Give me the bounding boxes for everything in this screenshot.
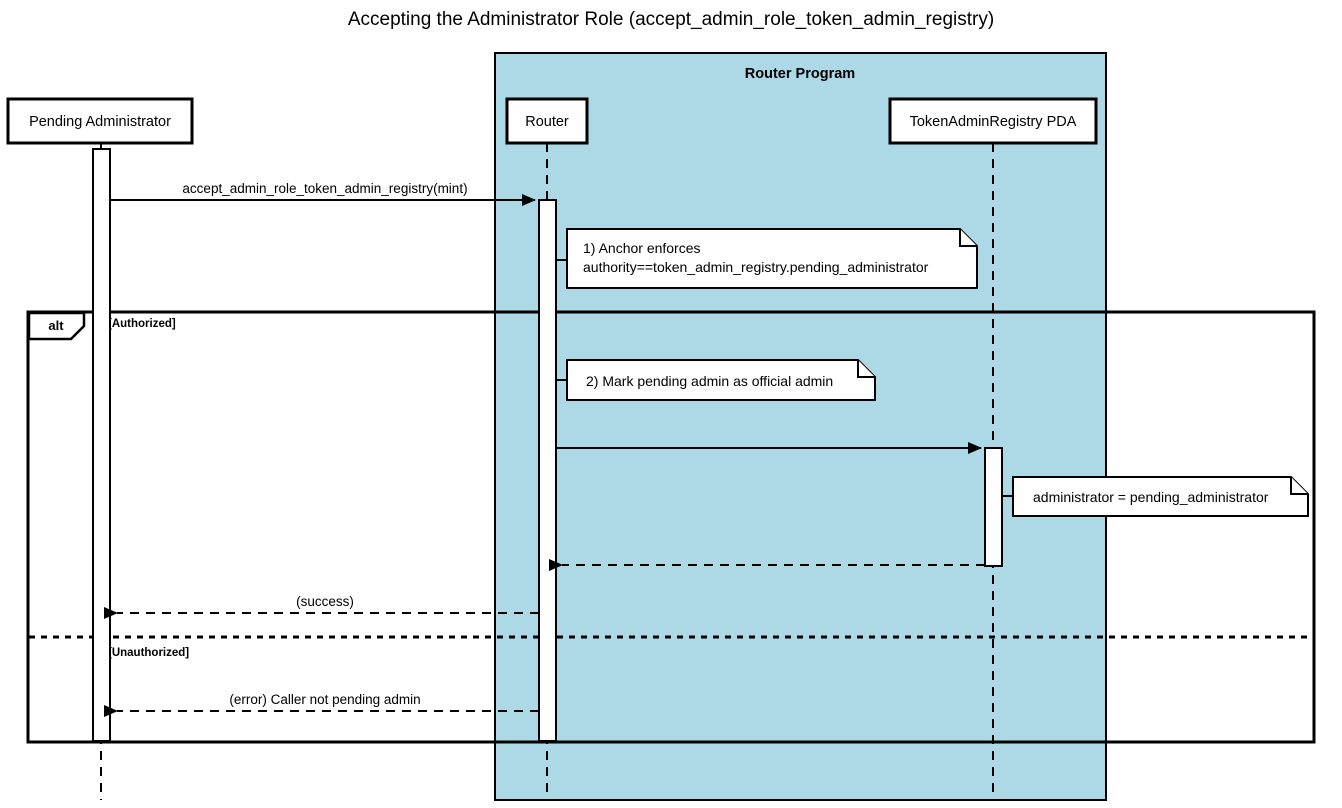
alt-fragment-operator-label: alt: [48, 318, 64, 333]
participant-label-token-admin-registry-pda: TokenAdminRegistry PDA: [910, 114, 1077, 130]
activation-bar-pending-administrator: [92, 148, 111, 742]
note-box-anchor-enforces: [566, 228, 978, 289]
message-label-success-return: (success): [296, 594, 354, 609]
note-text-mark-pending: 2) Mark pending admin as official admin: [586, 373, 833, 389]
note-text-anchor-enforces-line2: authority==token_admin_registry.pending_…: [583, 259, 929, 275]
note-box-mark-pending: [566, 359, 876, 401]
note-fold-corner-2: [857, 360, 875, 378]
activation-bar-token-admin-registry-pda: [984, 447, 1003, 567]
group-box-router-program: [494, 52, 1107, 801]
participant-label-router: Router: [525, 114, 569, 130]
note-fold-corner-1: [959, 229, 977, 247]
participant-box-pending-administrator[interactable]: [6, 97, 194, 145]
note-fold-corner-3: [1290, 477, 1308, 495]
diagram-title: Accepting the Administrator Role (accept…: [348, 9, 994, 30]
note-text-administrator-assign: administrator = pending_administrator: [1033, 489, 1269, 505]
alt-fragment-guard-authorized: [Authorized]: [108, 318, 176, 330]
participant-box-router[interactable]: [505, 97, 589, 145]
participant-box-token-admin-registry-pda[interactable]: [888, 97, 1098, 145]
message-label-accept-call: accept_admin_role_token_admin_registry(m…: [182, 181, 467, 196]
note-text-anchor-enforces-line1: 1) Anchor enforces: [583, 240, 701, 256]
alt-fragment-guard-unauthorized: [Unauthorized]: [108, 647, 189, 659]
note-box-administrator-assign: [1012, 476, 1309, 517]
alt-fragment-operator-tab: [27, 311, 86, 341]
message-label-error-return: (error) Caller not pending admin: [229, 692, 420, 707]
activation-bar-router: [538, 199, 557, 742]
participant-label-pending-administrator: Pending Administrator: [29, 114, 171, 130]
alt-fragment-box: [26, 310, 1316, 744]
group-label-router-program: Router Program: [745, 66, 855, 82]
